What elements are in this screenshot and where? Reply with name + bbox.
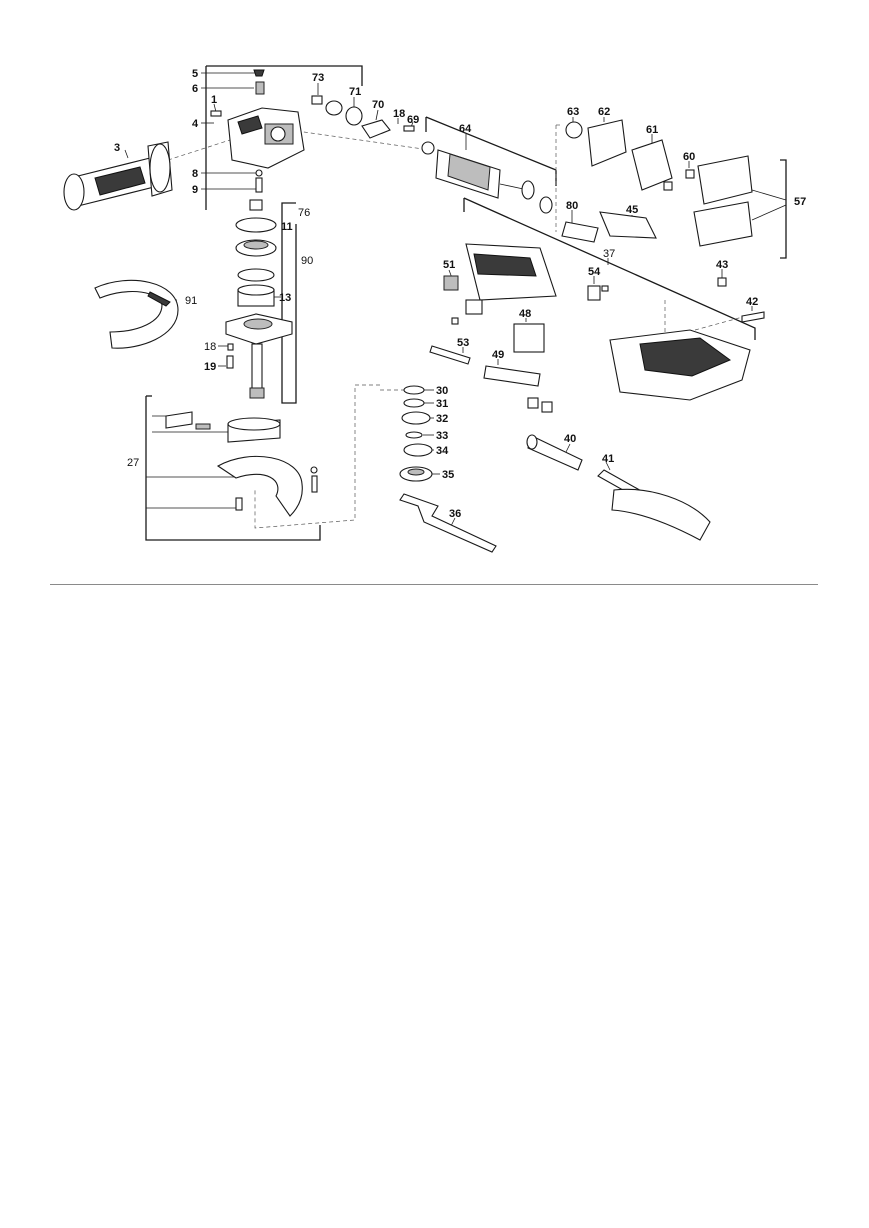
- motor-housing-part-37: [465, 243, 751, 401]
- wheel-guard-part-91: [94, 279, 179, 349]
- label-27: 27: [127, 457, 139, 469]
- leader-lines: [124, 72, 787, 529]
- label-61: 61: [646, 124, 658, 136]
- label-64: 64: [459, 123, 472, 135]
- label-9: 9: [192, 184, 198, 196]
- electronics-parts: [429, 275, 765, 413]
- label-37: 37: [603, 248, 615, 260]
- label-62: 62: [598, 106, 610, 118]
- label-40: 40: [564, 433, 576, 445]
- label-45: 45: [626, 204, 638, 216]
- label-73: 73: [312, 72, 324, 84]
- label-1: 1: [211, 94, 217, 106]
- label-42: 42: [746, 296, 758, 308]
- label-60: 60: [683, 151, 695, 163]
- assembly-dash-lines: [167, 124, 751, 529]
- label-91: 91: [185, 295, 197, 307]
- label-54: 54: [588, 266, 601, 278]
- label-13: 13: [279, 292, 291, 304]
- label-80: 80: [566, 200, 578, 212]
- label-19: 19: [204, 361, 216, 373]
- label-48: 48: [519, 308, 531, 320]
- label-51: 51: [443, 259, 455, 271]
- part-labels: 5 6 1 4 3 8 9 73 71 70 18 69 64 63 62 61…: [114, 68, 806, 520]
- label-69: 69: [407, 114, 419, 126]
- label-18-mid: 18: [204, 341, 216, 353]
- cord-sleeve-part-40: [526, 434, 583, 471]
- flange-stack: [399, 385, 433, 482]
- label-18-top: 18: [393, 108, 405, 120]
- label-4: 4: [192, 118, 199, 130]
- page-divider-rule: [50, 584, 818, 585]
- label-71: 71: [349, 86, 361, 98]
- label-76: 76: [298, 207, 310, 219]
- upper-right-parts: [561, 119, 753, 247]
- label-31: 31: [436, 398, 448, 410]
- label-43: 43: [716, 259, 728, 271]
- label-34: 34: [436, 445, 449, 457]
- label-8: 8: [192, 168, 198, 180]
- label-33: 33: [436, 430, 448, 442]
- gear-housing-part-4: [227, 107, 305, 169]
- label-57: 57: [794, 196, 806, 208]
- group-brackets: [145, 65, 787, 541]
- small-parts-upper-left: [210, 69, 265, 211]
- spindle-stack: [225, 217, 293, 399]
- label-36: 36: [449, 508, 461, 520]
- side-handle-part-3: [63, 141, 173, 211]
- armature-part-64: [311, 95, 553, 214]
- label-70: 70: [372, 99, 384, 111]
- label-5: 5: [192, 68, 198, 80]
- label-3: 3: [114, 142, 120, 154]
- label-49: 49: [492, 349, 504, 361]
- label-41: 41: [602, 453, 614, 465]
- label-63: 63: [567, 106, 579, 118]
- guard-clamp-part-27: [165, 411, 318, 517]
- power-cord-part-41: [597, 469, 711, 541]
- label-35: 35: [442, 469, 454, 481]
- label-11: 11: [281, 221, 293, 233]
- label-30: 30: [436, 385, 448, 397]
- label-6: 6: [192, 83, 198, 95]
- label-53: 53: [457, 337, 469, 349]
- label-32: 32: [436, 413, 448, 425]
- label-90: 90: [301, 255, 313, 267]
- spanner-part-36: [399, 493, 497, 553]
